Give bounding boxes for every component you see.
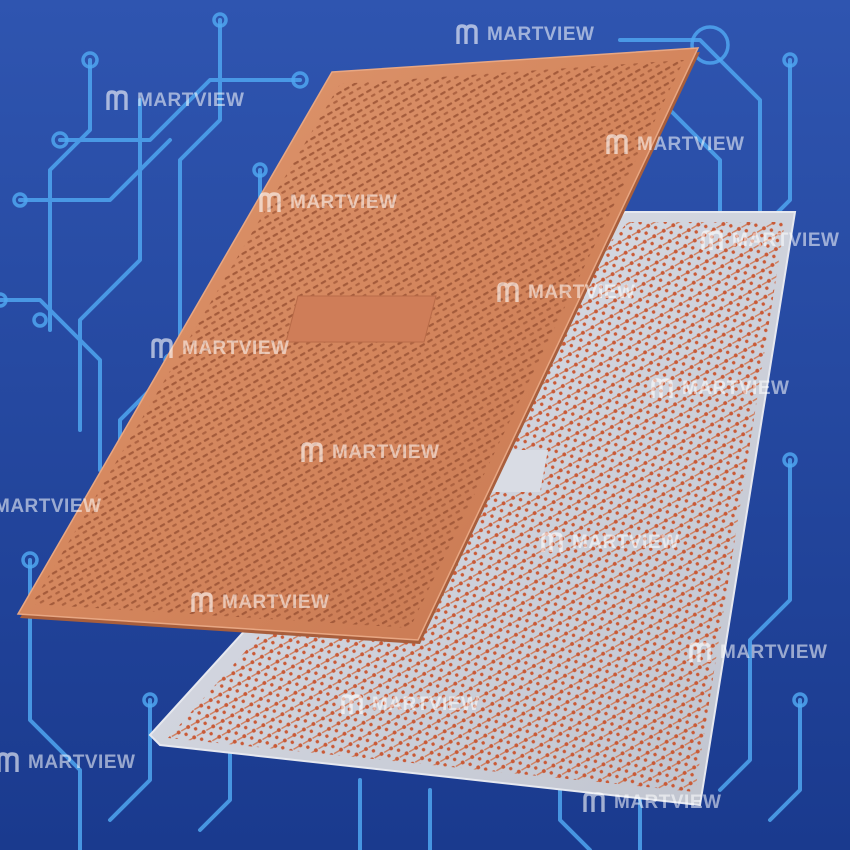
brand-logo-icon bbox=[650, 376, 676, 402]
watermark: MARTVIEW bbox=[190, 590, 329, 616]
watermark: MARTVIEW bbox=[340, 692, 479, 718]
watermark-text: MARTVIEW bbox=[487, 24, 595, 45]
copper-stencil-sheet bbox=[16, 47, 700, 644]
watermark-text: MARTVIEW bbox=[137, 90, 245, 111]
watermark-text: MARTVIEW bbox=[682, 378, 790, 399]
watermark-text: MARTVIEW bbox=[528, 282, 636, 303]
watermark: MARTVIEW bbox=[300, 440, 439, 466]
watermark-text: MARTVIEW bbox=[28, 752, 136, 773]
watermark: MARTVIEW bbox=[150, 336, 289, 362]
watermark: MARTVIEW bbox=[605, 132, 744, 158]
brand-logo-icon bbox=[688, 640, 714, 666]
watermark-text: MARTVIEW bbox=[720, 642, 828, 663]
watermark: MARTVIEW bbox=[582, 790, 721, 816]
brand-logo-icon bbox=[700, 228, 726, 254]
watermark: MARTVIEW bbox=[105, 88, 244, 114]
watermark-text: MARTVIEW bbox=[572, 532, 680, 553]
brand-logo-icon bbox=[605, 132, 631, 158]
watermark-text: MARTVIEW bbox=[0, 496, 102, 517]
brand-logo-icon bbox=[455, 22, 481, 48]
watermark: MARTVIEW bbox=[700, 228, 839, 254]
watermark-text: MARTVIEW bbox=[732, 230, 840, 251]
brand-logo-icon bbox=[258, 190, 284, 216]
watermark: MARTVIEW bbox=[496, 280, 635, 306]
brand-logo-icon bbox=[105, 88, 131, 114]
brand-logo-icon bbox=[190, 590, 216, 616]
copper-sheet-center-pad bbox=[285, 295, 437, 343]
watermark: MARTVIEW bbox=[0, 496, 101, 518]
watermark: MARTVIEW bbox=[650, 376, 789, 402]
watermark-text: MARTVIEW bbox=[372, 694, 480, 715]
brand-logo-icon bbox=[582, 790, 608, 816]
brand-logo-icon bbox=[340, 692, 366, 718]
brand-logo-icon bbox=[150, 336, 176, 362]
watermark: MARTVIEW bbox=[455, 22, 594, 48]
brand-logo-icon bbox=[496, 280, 522, 306]
watermark-text: MARTVIEW bbox=[637, 134, 745, 155]
watermark-text: MARTVIEW bbox=[222, 592, 330, 613]
watermark-text: MARTVIEW bbox=[614, 792, 722, 813]
watermark-text: MARTVIEW bbox=[332, 442, 440, 463]
watermark-text: MARTVIEW bbox=[182, 338, 290, 359]
brand-logo-icon bbox=[540, 530, 566, 556]
copper-sheet-holes bbox=[32, 60, 684, 628]
watermark: MARTVIEW bbox=[540, 530, 679, 556]
watermark-text: MARTVIEW bbox=[290, 192, 398, 213]
watermark: MARTVIEW bbox=[0, 750, 135, 776]
watermark: MARTVIEW bbox=[688, 640, 827, 666]
brand-logo-icon bbox=[0, 750, 22, 776]
brand-logo-icon bbox=[300, 440, 326, 466]
watermark: MARTVIEW bbox=[258, 190, 397, 216]
